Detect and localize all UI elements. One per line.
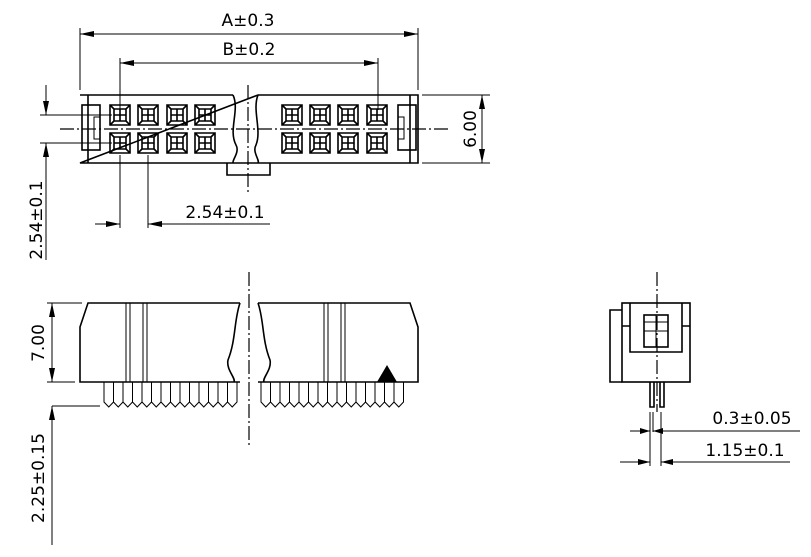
pin-lead	[132, 382, 143, 408]
pin-lead	[327, 382, 338, 408]
dim-height-label: 6.00	[461, 110, 481, 148]
pin-socket	[137, 104, 159, 126]
pin-lead	[170, 382, 181, 408]
pin-socket	[309, 104, 331, 126]
pin-lead	[179, 382, 190, 408]
pin-lead	[151, 382, 162, 408]
pin-socket	[366, 132, 388, 154]
pin-socket	[337, 132, 359, 154]
pin-socket	[194, 132, 216, 154]
pin-socket	[281, 104, 303, 126]
dim-a-label: A±0.3	[222, 11, 275, 31]
pin-socket	[109, 132, 131, 154]
pin-socket	[366, 104, 388, 126]
pin-socket	[337, 104, 359, 126]
pin-lead	[308, 382, 319, 408]
dim-pin-length-label: 2.25±0.15	[29, 433, 49, 523]
pin-lead	[113, 382, 124, 408]
dim-pin-offset-label: 1.15±0.1	[705, 441, 784, 461]
pin-lead	[365, 382, 376, 408]
pin-lead	[384, 382, 395, 408]
pin-lead	[141, 382, 152, 408]
pin-lead	[217, 382, 228, 408]
pin-socket	[109, 104, 131, 126]
pin-lead	[374, 382, 385, 408]
pin-socket	[281, 132, 303, 154]
dim-b-label: B±0.2	[223, 40, 276, 60]
pin-lead	[289, 382, 300, 408]
pin-lead	[260, 382, 271, 408]
dim-body-height-label: 7.00	[29, 324, 49, 362]
pin-lead	[317, 382, 328, 408]
pin-socket	[137, 132, 159, 154]
pin-lead	[198, 382, 209, 408]
pin-socket	[309, 132, 331, 154]
dim-pin-width-label: 0.3±0.05	[712, 409, 791, 429]
pin-socket	[166, 132, 188, 154]
pin-lead	[355, 382, 366, 408]
end-view: 0.3±0.05 1.15±0.1	[609, 272, 800, 466]
pin-socket	[194, 104, 216, 126]
pin-lead	[160, 382, 171, 408]
pin-lead	[122, 382, 133, 408]
pin-lead	[393, 382, 404, 408]
side-view: 7.00 2.25±0.15	[29, 272, 419, 545]
pin-lead	[270, 382, 281, 408]
pin-lead	[336, 382, 347, 408]
pin-lead	[227, 382, 238, 408]
dim-pitch-vertical-label: 2.54±0.1	[27, 180, 47, 259]
pin-lead	[189, 382, 200, 408]
pin-lead	[279, 382, 290, 408]
pin-lead	[346, 382, 357, 408]
top-view: A±0.3 B±0.2 6.00 2.54±0.1 2.54±0.1	[27, 11, 490, 260]
pin-socket	[166, 104, 188, 126]
pin-lead	[298, 382, 309, 408]
dim-pitch-horizontal-label: 2.54±0.1	[185, 203, 264, 223]
pin-lead	[103, 382, 114, 408]
pin-lead	[208, 382, 219, 408]
